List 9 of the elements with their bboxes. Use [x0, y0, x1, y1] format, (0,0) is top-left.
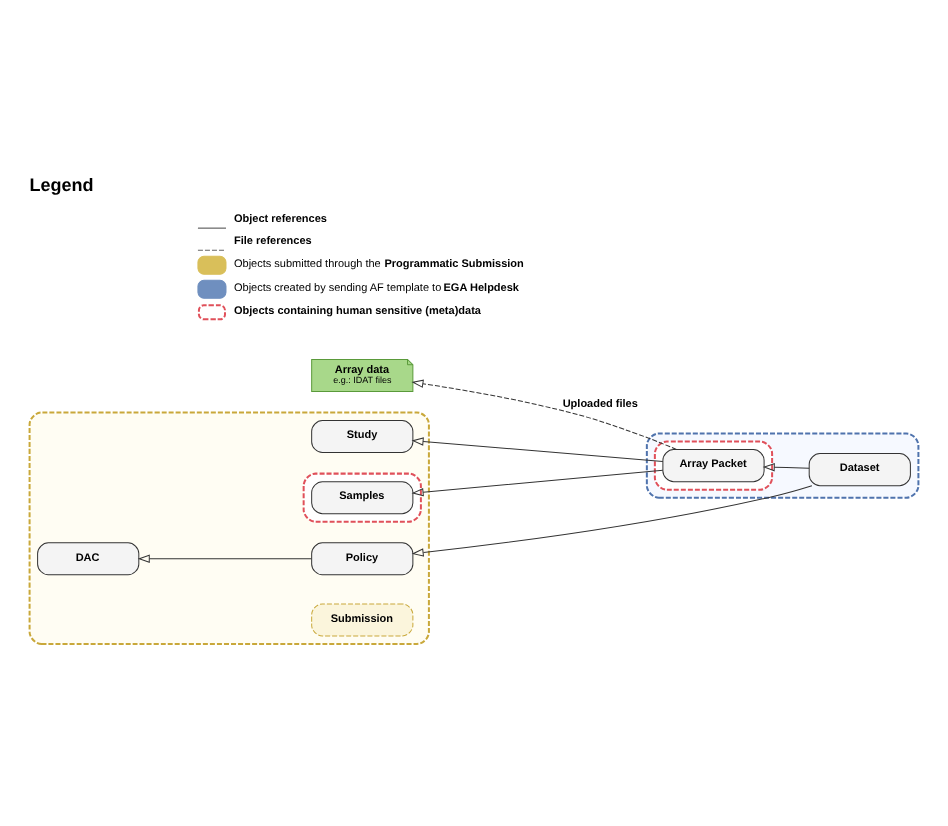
- arrow: [138, 554, 312, 563]
- arrow: [412, 469, 664, 497]
- diagram-title: Legend: [29, 175, 94, 196]
- cluster: [28, 411, 430, 645]
- arrow: [412, 437, 664, 462]
- arrow: [763, 463, 810, 472]
- arrow: [412, 485, 813, 557]
- cluster: [645, 432, 920, 499]
- arrow: [412, 379, 677, 450]
